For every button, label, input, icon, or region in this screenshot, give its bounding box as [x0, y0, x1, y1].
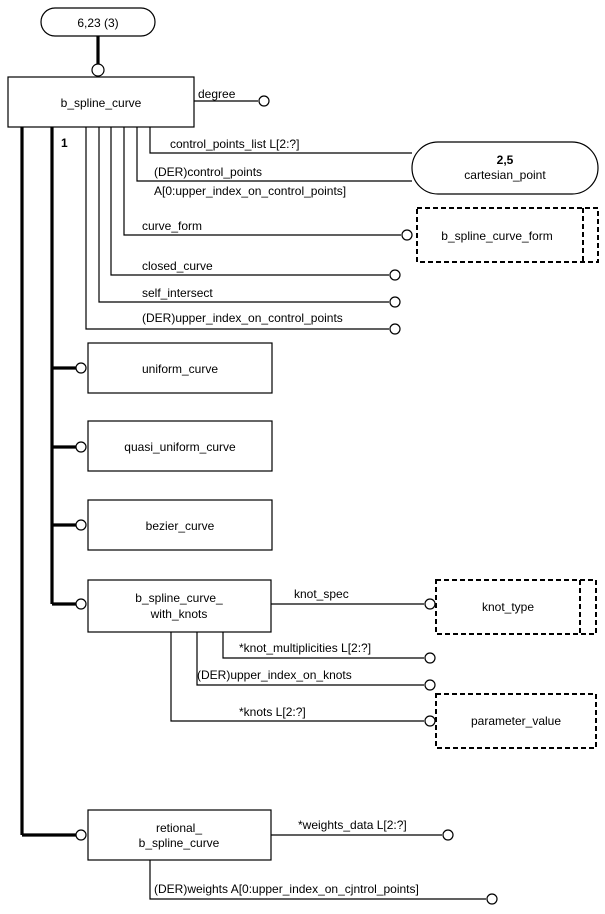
control-points-list-line [149, 127, 412, 154]
der-weights-line [149, 860, 486, 900]
der-weights-label: (DER)weights A[0:upper_index_on_cjntrol_… [154, 882, 419, 896]
control-points-list-label: control_points_list L[2:?] [170, 137, 299, 151]
knot-type-box [435, 579, 597, 635]
closed-curve-label: closed_curve [142, 259, 213, 273]
degree-end [258, 95, 270, 107]
subtype-one-of-label: 1 [61, 136, 68, 150]
knots-end [424, 715, 436, 727]
curve-form-end [401, 229, 413, 241]
rational-b-spline-curve-label-line2: b_spline_curve [139, 836, 220, 850]
knots-label: *knots L[2:?] [239, 705, 306, 719]
quasi-uniform-curve-label: quasi_uniform_curve [124, 440, 236, 454]
der-upper-index-knots-label: (DER)upper_index_on_knots [197, 668, 352, 682]
parameter-value-box [435, 693, 597, 749]
b-spline-curve-with-knots-box [87, 579, 272, 633]
rational-curve-branch-end [75, 829, 87, 841]
closed-curve-end [389, 269, 401, 281]
cartesian-point-ref-label: 2,5 [497, 153, 514, 167]
degree-label: degree [198, 87, 236, 101]
parameter-value-label: parameter_value [471, 714, 561, 728]
self-intersect-line [98, 127, 389, 303]
b-spline-curve-with-knots-label-line1: b_spline_curve_ [135, 591, 223, 605]
uniform-curve-box [87, 342, 273, 394]
bezier-curve-box [87, 499, 273, 551]
quasi-uniform-curve-box [87, 420, 273, 472]
bezier-curve-label: bezier_curve [146, 519, 215, 533]
b-spline-curve-with-knots-label-line2: with_knots [150, 607, 208, 621]
bezier-curve-branch-end [75, 519, 87, 531]
with-knots-branch-end [75, 598, 87, 610]
knot-type-label: knot_type [482, 600, 534, 614]
der-control-points-line [136, 127, 412, 182]
closed-curve-line [110, 127, 389, 276]
b-spline-curve-box [7, 76, 195, 128]
cartesian-point-box [411, 141, 599, 195]
knot-multiplicities-label: *knot_multiplicities L[2:?] [239, 641, 371, 655]
control-points-aggregate-label: A[0:upper_index_on_control_points] [154, 184, 346, 198]
page-reference-connector-end [91, 63, 105, 77]
der-upper-index-cp-line [85, 127, 389, 330]
curve-form-label: curve_form [142, 219, 202, 233]
cartesian-point-label: cartesian_point [464, 168, 546, 182]
knot-spec-label: knot_spec [294, 587, 349, 601]
der-upper-index-cp-end [389, 323, 401, 335]
self-intersect-end [389, 296, 401, 308]
weights-data-label: *weights_data L[2:?] [298, 818, 407, 832]
der-control-points-label: (DER)control_points [154, 165, 262, 179]
knots-line [170, 632, 424, 722]
knot-multiplicities-line [222, 632, 424, 659]
uniform-curve-branch-end [75, 362, 87, 374]
der-upper-index-knots-end [424, 679, 436, 691]
weights-data-end [442, 829, 454, 841]
rational-b-spline-curve-label-line1: retional_ [156, 821, 202, 835]
knot-spec-end [424, 598, 436, 610]
der-upper-index-cp-label: (DER)upper_index_on_control_points [142, 311, 343, 325]
der-weights-end [486, 893, 498, 905]
curve-form-line [123, 127, 401, 236]
quasi-uniform-curve-branch-end [75, 441, 87, 453]
knot-multiplicities-end [424, 652, 436, 664]
b-spline-curve-label: b_spline_curve [61, 96, 142, 110]
uniform-curve-label: uniform_curve [142, 362, 218, 376]
der-upper-index-knots-line [196, 632, 424, 686]
self-intersect-label: self_intersect [142, 286, 213, 300]
b-spline-curve-form-box [416, 207, 599, 263]
page-reference-label: 6,23 (3) [77, 16, 118, 30]
b-spline-curve-form-label: b_spline_curve_form [441, 229, 552, 243]
rational-b-spline-curve-box [87, 809, 272, 861]
